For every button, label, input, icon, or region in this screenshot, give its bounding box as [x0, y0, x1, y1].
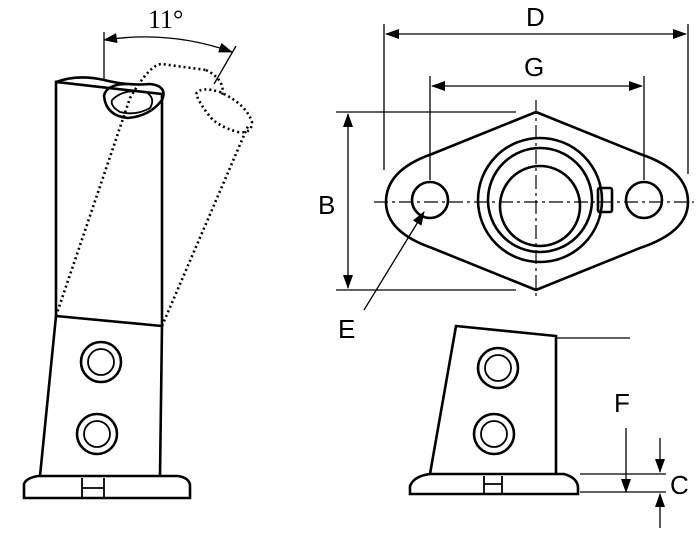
dimension-C: C: [655, 438, 689, 528]
angle-dimension: 11°: [103, 5, 237, 85]
dim-G-label: G: [524, 52, 544, 82]
socket-outer-ring: [476, 136, 604, 264]
flange-outline: [384, 110, 690, 292]
dim-F-label: F: [614, 388, 630, 418]
leader-E: E: [338, 211, 425, 344]
bolt-hole-left: [410, 180, 450, 220]
front-base-flange: [408, 472, 580, 496]
set-screw-boss: [596, 186, 614, 214]
socket-bore: [498, 164, 582, 248]
bolt-hole-right: [624, 180, 664, 220]
front-screw-lower: [472, 412, 516, 456]
dim-D-label: D: [526, 2, 545, 32]
dim-B-label: B: [318, 190, 335, 220]
dim-E-label: E: [338, 314, 355, 344]
side-view-fitting: 11°: [22, 5, 254, 500]
set-screw-upper: [79, 340, 123, 384]
side-base-flange: [22, 474, 192, 500]
front-view-fitting: F C: [408, 324, 689, 528]
dim-C-label: C: [670, 470, 689, 500]
dimension-G: G: [429, 52, 645, 180]
set-screw-lower: [75, 412, 119, 456]
vertical-tube: [54, 80, 164, 326]
dimension-F: F: [580, 388, 666, 493]
front-screw-upper: [476, 346, 520, 390]
dimension-D: D: [383, 2, 689, 174]
plan-view-flange: D G B E: [318, 2, 694, 344]
angle-label: 11°: [148, 5, 183, 34]
dimension-B: B: [318, 111, 516, 291]
front-socket-body: [428, 324, 558, 475]
tilted-tube-outline: [54, 62, 254, 327]
side-socket-body: [38, 314, 164, 477]
